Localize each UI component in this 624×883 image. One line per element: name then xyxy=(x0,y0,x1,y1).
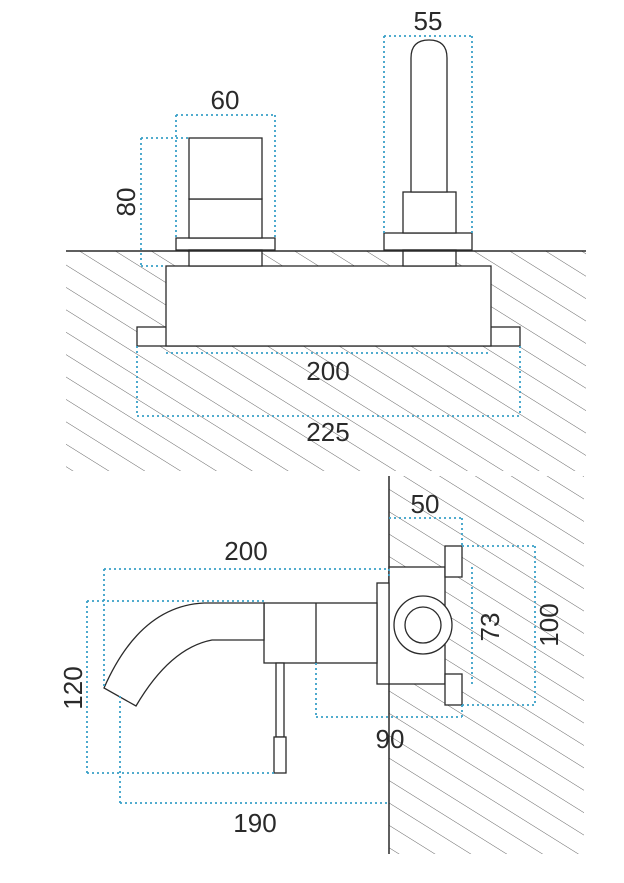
flange-bottom xyxy=(444,673,463,706)
spout-arm xyxy=(103,602,265,707)
dim-body-width: 200 xyxy=(306,356,349,386)
cartridge-inner xyxy=(404,606,442,644)
lever-stem xyxy=(275,662,285,738)
dim-spout-width: 55 xyxy=(414,6,443,36)
handle-base xyxy=(175,237,276,251)
spout-column xyxy=(410,39,448,193)
side-view: 200 50 100 73 90 120 190 xyxy=(58,476,584,854)
dim-body-height: 73 xyxy=(475,613,505,642)
valve-body xyxy=(165,265,492,347)
spout-collar xyxy=(402,191,457,234)
top-view: 60 80 55 200 225 xyxy=(66,6,586,471)
dim-spout-length: 200 xyxy=(224,536,267,566)
handle-upper xyxy=(188,137,263,200)
dim-plate-width: 225 xyxy=(306,417,349,447)
dim-depth: 50 xyxy=(411,489,440,519)
dim-handle-width: 60 xyxy=(211,85,240,115)
dim-body-depth: 90 xyxy=(376,724,405,754)
handle-lower xyxy=(188,198,263,239)
handle-neck xyxy=(188,249,263,267)
spout-base xyxy=(383,232,473,251)
lever-tip xyxy=(273,736,287,774)
dim-handle-height: 80 xyxy=(111,188,141,217)
spout-body xyxy=(263,602,378,664)
spout-neck xyxy=(402,249,457,267)
dim-spout-height: 120 xyxy=(58,666,88,709)
dim-total-projection: 190 xyxy=(233,808,276,838)
box-collar xyxy=(376,582,390,685)
dim-flange-height: 100 xyxy=(534,603,564,646)
flange-top xyxy=(444,545,463,578)
